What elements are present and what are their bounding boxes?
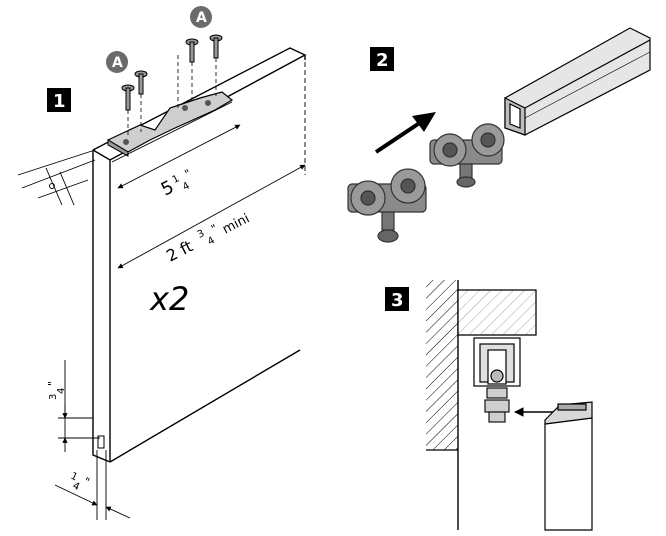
svg-text:": " bbox=[46, 381, 59, 386]
screw-right-1 bbox=[185, 38, 199, 63]
svg-text:3: 3 bbox=[196, 228, 207, 241]
svg-text:4: 4 bbox=[56, 388, 67, 394]
screw-left-2 bbox=[134, 70, 148, 95]
bracket-hole bbox=[123, 139, 129, 145]
svg-text:": " bbox=[81, 475, 91, 489]
panel-2: 2 bbox=[347, 27, 651, 243]
svg-text:A: A bbox=[196, 10, 207, 26]
bracket-hole bbox=[182, 105, 188, 111]
svg-text:4: 4 bbox=[181, 180, 192, 193]
length-label: 2 ft 3 4 " mini bbox=[163, 211, 252, 265]
step-3-box bbox=[385, 287, 409, 311]
roller-carriage-2 bbox=[347, 168, 427, 243]
rail-section bbox=[473, 337, 521, 387]
svg-text:1: 1 bbox=[171, 173, 182, 186]
step-1-number: 1 bbox=[53, 91, 66, 112]
quantity-label: x2 bbox=[149, 280, 189, 318]
step-2-number: 2 bbox=[376, 50, 389, 71]
screw-badge-left: A bbox=[106, 51, 128, 73]
panel-3: 3 bbox=[385, 280, 593, 531]
door-panel bbox=[92, 47, 307, 463]
edge-offset-dimension bbox=[17, 149, 96, 206]
side-dimension bbox=[58, 360, 100, 452]
svg-text:4: 4 bbox=[71, 481, 81, 494]
bottom-dimension bbox=[54, 450, 131, 520]
svg-text:": " bbox=[209, 222, 219, 236]
panel-1: 1 bbox=[17, 6, 307, 520]
bottom-label: 1 4 " bbox=[69, 471, 92, 494]
svg-text:1: 1 bbox=[69, 471, 79, 484]
svg-text:3: 3 bbox=[48, 394, 59, 400]
roller-carriage-1 bbox=[429, 123, 505, 188]
svg-text:A: A bbox=[112, 55, 123, 71]
rail-track bbox=[504, 27, 651, 136]
wall bbox=[426, 280, 459, 530]
insert-arrow bbox=[374, 112, 436, 154]
carriage-pin bbox=[484, 387, 510, 423]
svg-text:mini: mini bbox=[220, 211, 252, 237]
length-dimension bbox=[117, 62, 306, 269]
svg-text:4: 4 bbox=[206, 235, 217, 248]
width-label: 5 1 4 " bbox=[158, 167, 193, 201]
screw-right-2 bbox=[209, 34, 223, 59]
door-edge bbox=[544, 401, 593, 531]
screw-badge-right: A bbox=[190, 6, 212, 28]
step-2-box bbox=[370, 47, 394, 71]
bracket-hole bbox=[205, 100, 211, 106]
ceiling-beam bbox=[457, 289, 537, 336]
screw-left-1 bbox=[121, 84, 135, 111]
step-1-box bbox=[47, 88, 71, 112]
step-3-number: 3 bbox=[391, 290, 404, 311]
svg-text:": " bbox=[183, 167, 193, 181]
side-label: 3 4 " bbox=[46, 381, 67, 400]
